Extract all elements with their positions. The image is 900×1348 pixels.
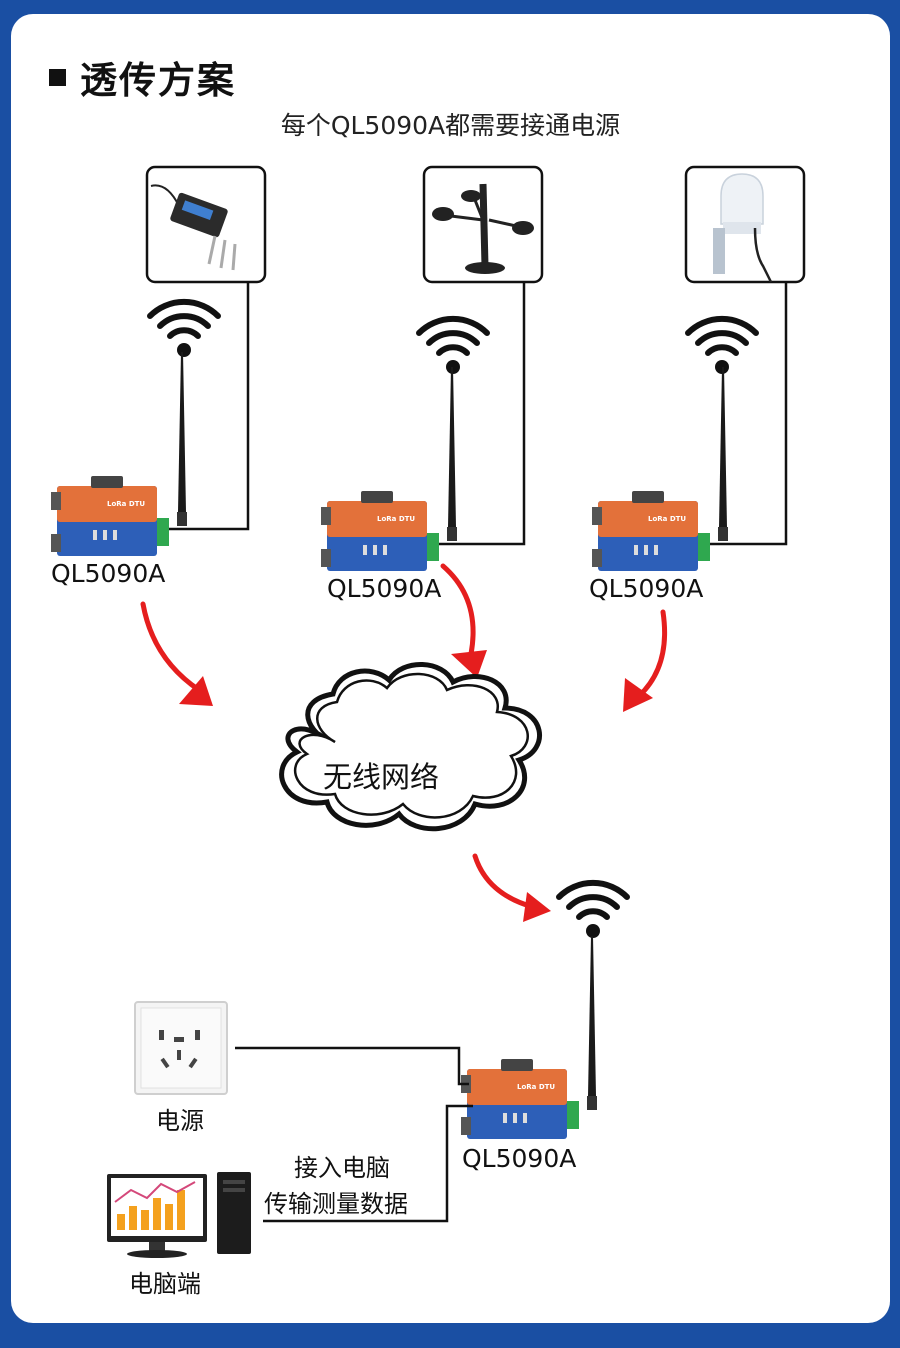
device-model-label: QL5090A [589,574,704,603]
light-sensor-box [684,165,806,284]
title-bullet-icon [49,68,66,86]
soil-sensor-box [145,165,267,284]
antenna-icon [447,367,457,541]
antenna-icon [587,936,597,1110]
soil-sensor-icon [150,184,237,271]
anemometer-icon [432,183,534,274]
cloud-shape [279,662,542,832]
computer-link-line2: 传输测量数据 [264,1190,408,1218]
arrowhead-icons [179,650,653,922]
computer-link-line1: 接入电脑 [294,1154,390,1182]
computer-label: 电脑端 [129,1270,201,1298]
transmission-diagram: LoRa DTU LoRa DTU LoRa DTU LoRa DTU [51,165,806,1258]
computer-icon [107,1172,251,1258]
arrowhead-icon [623,678,653,712]
lora-dtu-device [321,491,439,571]
title-text: 透传方案 [80,59,236,102]
lora-dtu-device [592,491,710,571]
section-title: 透传方案 [49,50,236,104]
arrowhead-icon [179,676,213,706]
sensor-cables [163,282,788,546]
device-product-label: LoRa DTU [377,515,415,523]
device-product-label: LoRa DTU [648,515,686,523]
arrowhead-icon [523,892,551,922]
antenna-icon [177,352,187,526]
device-model-label: QL5090A [51,559,166,588]
device-product-label: LoRa DTU [107,500,145,508]
device-model-label: QL5090A [327,574,442,603]
wifi-icon [150,302,218,357]
wifi-icon [559,883,627,938]
power-outlet-icon [134,1001,228,1095]
anemometer-box [422,165,544,284]
light-sensor-icon [713,173,773,283]
power-and-data-cables [235,1046,473,1223]
diagram-card: 透传方案 每个QL5090A都需要接通电源 [11,14,890,1323]
wifi-icon [419,319,487,374]
network-label: 无线网络 [323,760,440,794]
wifi-icon [688,319,756,374]
data-flow-arrows [140,563,668,910]
arrowhead-icon [451,650,487,678]
lora-dtu-device [461,1059,579,1139]
subtitle: 每个QL5090A都需要接通电源 [280,111,621,140]
antenna-icon [718,367,728,541]
device-product-label: LoRa DTU [517,1083,555,1091]
power-label: 电源 [156,1107,204,1135]
lora-dtu-device [51,476,169,556]
device-model-label: QL5090A [462,1144,577,1173]
